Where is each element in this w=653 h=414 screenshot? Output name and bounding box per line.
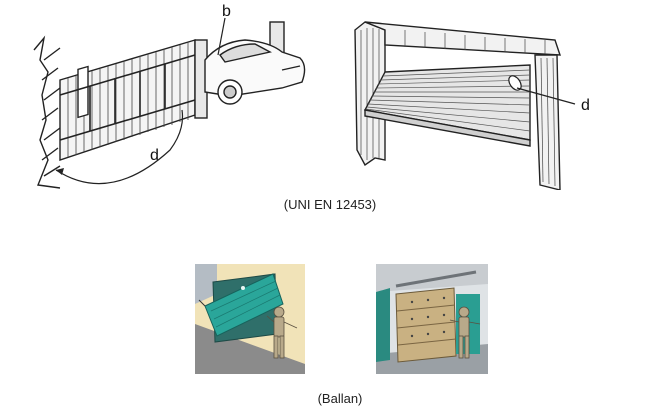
sliding-gate-illustration: b d — [20, 0, 320, 195]
overhead-door-drawing: d — [354, 21, 590, 190]
sectional-door-photo — [376, 264, 488, 374]
label-d-door: d — [581, 97, 590, 114]
label-d-gate: d — [150, 147, 159, 164]
sliding-gate-drawing: b d — [33, 3, 306, 189]
sectional-door-drawing — [376, 264, 488, 374]
tilting-door-photo — [195, 264, 305, 374]
tilting-door-drawing — [195, 264, 305, 374]
caption-standard: (UNI EN 12453) — [283, 197, 377, 212]
overhead-door-illustration: d — [345, 10, 615, 190]
caption-source: (Ballan) — [317, 391, 363, 406]
label-b: b — [222, 3, 231, 20]
